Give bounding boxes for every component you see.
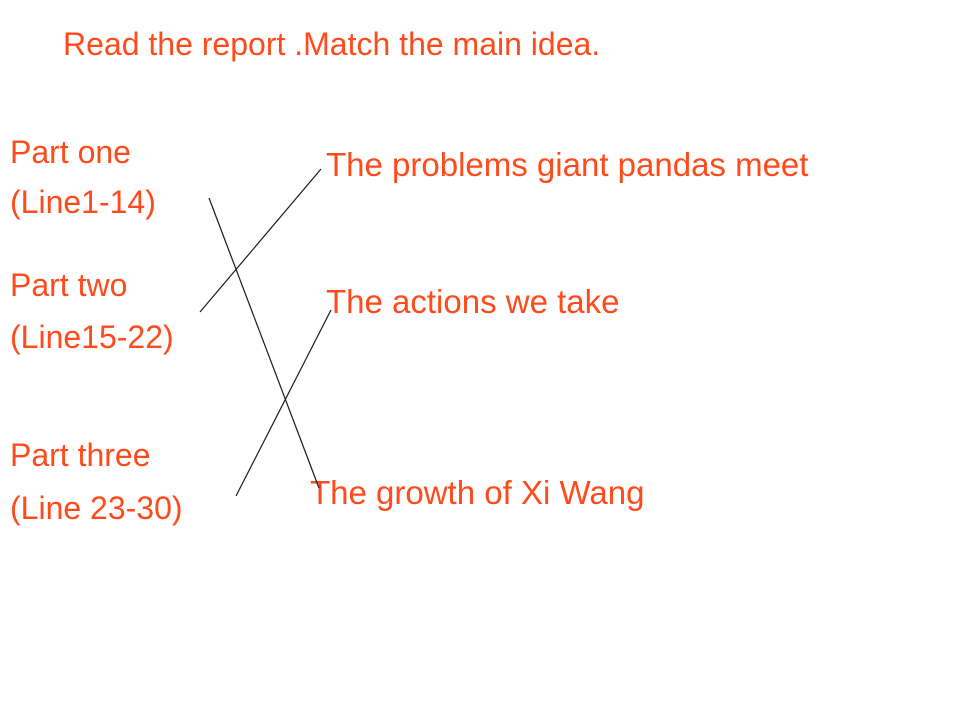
main-idea-actions: The actions we take: [326, 283, 620, 320]
main-idea-problems: The problems giant pandas meet: [326, 146, 809, 183]
main-idea-growth: The growth of Xi Wang: [310, 474, 645, 511]
part-two-lines: (Line15-22): [10, 319, 174, 355]
part-two-label: Part two: [10, 267, 128, 303]
match-line-part-one-to-growth: [208, 197, 320, 489]
slide-title: Read the report .Match the main idea.: [63, 26, 601, 62]
match-line-part-two-to-problems: [199, 168, 322, 313]
part-one-label: Part one: [10, 134, 131, 170]
part-one-lines: (Line1-14): [10, 184, 156, 220]
part-three-label: Part three: [10, 437, 151, 473]
match-line-part-three-to-actions: [235, 309, 332, 497]
part-three-lines: (Line 23-30): [10, 490, 183, 526]
